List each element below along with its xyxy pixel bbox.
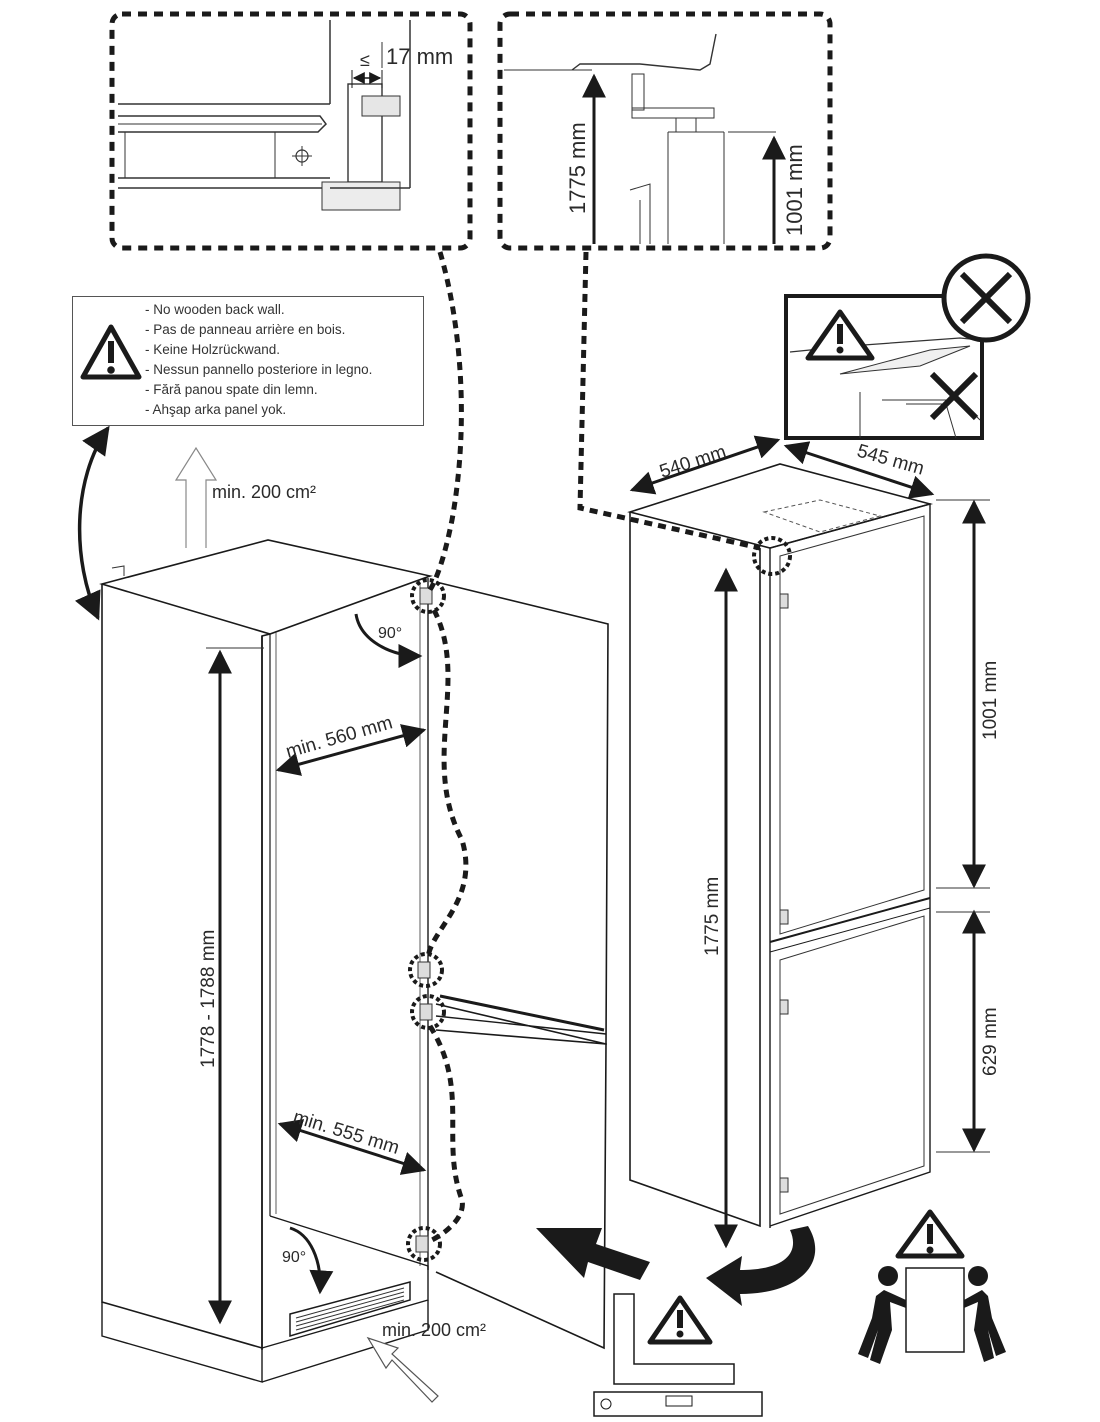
niche-width-top-label: min. 560 mm <box>284 712 395 762</box>
no-wooden-back-wall-warning: - No wooden back wall. - Pas de panneau … <box>72 296 424 426</box>
detail-connectors <box>425 251 761 1243</box>
appliance-height-label: 1775 mm <box>702 877 723 956</box>
appliance-depth-label: 545 mm <box>855 441 927 480</box>
warning-triangle-icon <box>647 1295 713 1345</box>
two-person-lift-icon <box>858 1209 1006 1364</box>
detail-hinge-gap: ≤ 17 mm <box>109 11 473 251</box>
square-level-tool-icon <box>593 1293 763 1417</box>
niche-cabinet <box>99 539 609 1383</box>
angle-top-label: 90° <box>378 625 402 642</box>
detail-heights: 1775 mm 1001 mm <box>497 11 833 251</box>
appliance-upper-label: 1001 mm <box>980 661 1001 740</box>
angle-bottom-label: 90° <box>282 1249 306 1266</box>
warning-triangle-icon <box>80 324 142 380</box>
rotate-arrow <box>706 1226 816 1306</box>
niche-height-label: 1778 - 1788 mm <box>198 930 219 1068</box>
warning-triangle-icon <box>895 1209 965 1259</box>
vent-top-label: min. 200 cm² <box>212 482 316 502</box>
warning-line: - Ahşap arka panel yok. <box>145 402 287 417</box>
gap-symbol: ≤ <box>360 50 370 70</box>
push-arrow <box>536 1228 650 1280</box>
vent-bottom-label: min. 200 cm² <box>382 1320 486 1340</box>
warning-line: - Pas de panneau arrière en bois. <box>145 322 346 337</box>
appliance-dimensions: 540 mm 545 mm 1775 mm 1001 mm 629 mm <box>629 435 1001 1249</box>
warning-line: - Fără panou spate din lemn. <box>145 382 318 397</box>
detail-height-upper: 1001 mm <box>782 144 807 236</box>
warning-line: - Keine Holzrückwand. <box>145 342 281 357</box>
gap-label: 17 mm <box>386 44 453 69</box>
cross-icon <box>929 371 979 421</box>
cross-circle-icon <box>941 253 1031 343</box>
wrong-mounting-detail <box>784 253 1031 440</box>
hinge-markers <box>406 578 446 1262</box>
warning-line: - No wooden back wall. <box>145 302 285 317</box>
vent-grille <box>289 1281 411 1338</box>
warning-lines: - No wooden back wall. - Pas de panneau … <box>145 300 372 420</box>
appliance-width-label: 540 mm <box>657 442 729 483</box>
warning-link-arrow <box>74 425 110 621</box>
warning-triangle-icon <box>805 309 875 361</box>
warning-line: - Nessun pannello posteriore in legno. <box>145 362 373 377</box>
appliance-lower-label: 629 mm <box>980 1007 1001 1076</box>
appliance <box>627 463 934 1228</box>
detail-height-total: 1775 mm <box>565 122 590 214</box>
